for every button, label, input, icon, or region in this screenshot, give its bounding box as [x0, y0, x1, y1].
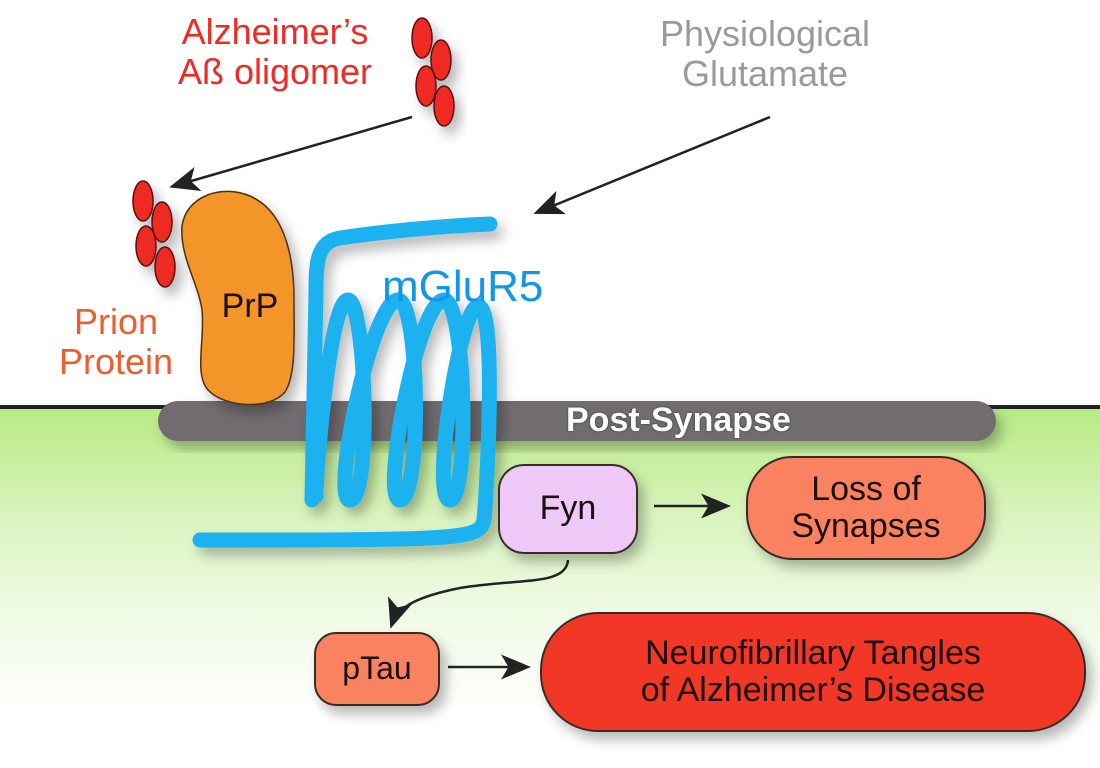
tangles-node-line-2: of Alzheimer’s Disease [640, 671, 986, 709]
abeta-binding-arrow [169, 115, 413, 192]
prion-label-line-1: Prion [73, 301, 159, 342]
loss-node-line-1: Loss of [811, 469, 921, 508]
abeta-monomer [430, 39, 452, 81]
mglur5-label: mGluR5 [382, 262, 544, 311]
neurofibrillary-tangles-node: Neurofibrillary Tangles of Alzheimer’s D… [540, 612, 1086, 732]
prion-protein-shape [181, 190, 295, 406]
post-synapse-label: Post-Synapse [566, 401, 791, 439]
glutamate-binding-arrow [533, 115, 771, 215]
abeta-oligomer-label: Alzheimer’s Aß oligomer [140, 11, 410, 93]
abeta-monomer [433, 85, 455, 127]
abeta-oligomer-cluster-top [411, 17, 455, 127]
fyn-node: Fyn [498, 464, 638, 554]
tangles-node-line-1: Neurofibrillary Tangles [645, 633, 981, 672]
abeta-label-line-1: Alzheimer’s [181, 11, 369, 52]
fyn-node-label: Fyn [539, 489, 597, 528]
abeta-label-line-2: Aß oligomer [177, 51, 373, 93]
loss-node-line-2: Synapses [791, 507, 941, 545]
prp-label: PrP [221, 287, 279, 325]
abeta-monomer [411, 17, 433, 59]
ptau-node-label: pTau [342, 650, 412, 687]
fyn-to-ptau-arrow [388, 559, 570, 629]
abeta-monomer [151, 201, 173, 243]
abeta-monomer [135, 225, 157, 267]
abeta-monomer [415, 65, 437, 107]
prion-label-line-2: Protein [58, 341, 174, 383]
glutamate-label-line-2: Glutamate [681, 53, 849, 95]
loss-of-synapses-node: Loss of Synapses [746, 456, 986, 560]
abeta-monomer [132, 180, 154, 222]
mglur5-receptor [192, 216, 498, 548]
ptau-node: pTau [314, 632, 440, 706]
prion-protein-label: Prion Protein [36, 301, 196, 383]
glutamate-label-line-1: Physiological [659, 13, 871, 54]
abeta-oligomer-cluster-bound [132, 180, 176, 288]
abeta-monomer [154, 246, 176, 288]
glutamate-label: Physiological Glutamate [610, 13, 920, 95]
